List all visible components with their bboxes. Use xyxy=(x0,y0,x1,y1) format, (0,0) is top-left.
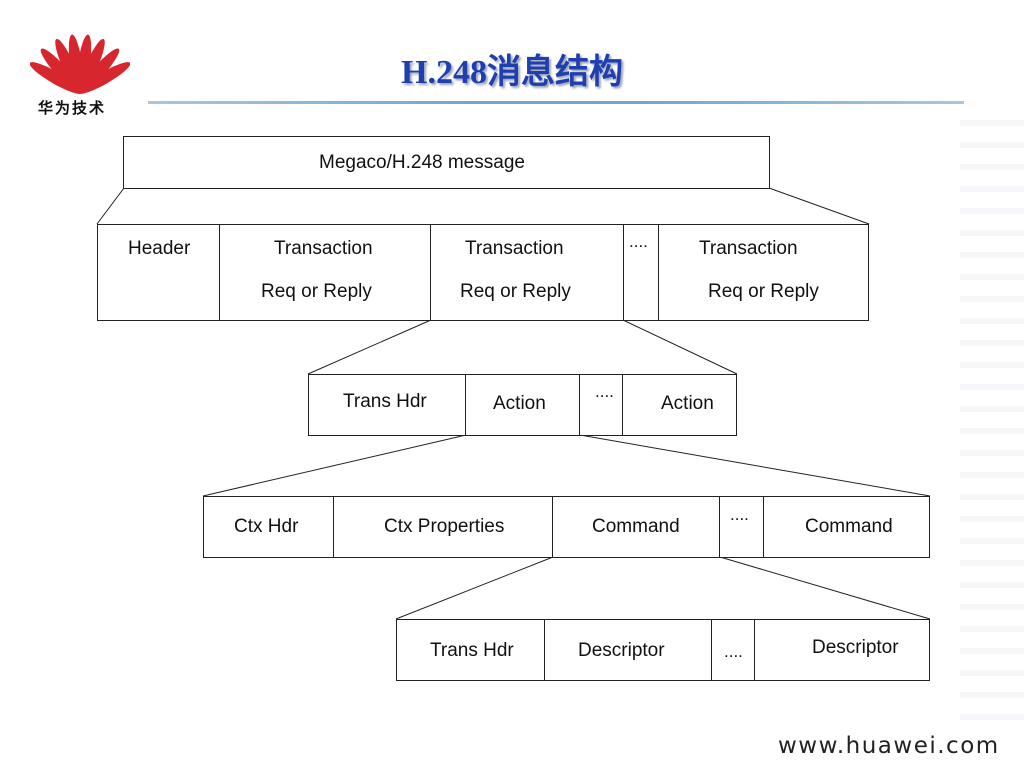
divider xyxy=(552,496,553,558)
divider xyxy=(430,224,431,321)
divider xyxy=(623,224,624,321)
transaction-1-line1: Transaction xyxy=(274,238,373,259)
transaction-detail-row xyxy=(308,374,737,436)
transaction-3-line1: Transaction xyxy=(699,238,798,259)
megaco-message-box xyxy=(123,136,770,189)
transaction-2-line1: Transaction xyxy=(465,238,564,259)
command-1-label: Command xyxy=(592,516,680,537)
transaction-1-line2: Req or Reply xyxy=(261,281,372,302)
title-underline xyxy=(148,101,964,104)
divider xyxy=(579,374,580,436)
action-ellipsis: .... xyxy=(595,382,614,401)
transaction-3-line2: Req or Reply xyxy=(708,281,819,302)
action-detail-row xyxy=(203,496,930,558)
divider xyxy=(719,496,720,558)
megaco-message-label: Megaco/H.248 message xyxy=(319,152,525,173)
divider xyxy=(333,496,334,558)
divider xyxy=(658,224,659,321)
slide-title: H.248消息结构 xyxy=(401,54,623,91)
transaction-ellipsis: .... xyxy=(629,232,648,251)
divider xyxy=(622,374,623,436)
transaction-2-line2: Req or Reply xyxy=(460,281,571,302)
descriptor-2-label: Descriptor xyxy=(812,637,899,658)
divider xyxy=(763,496,764,558)
divider xyxy=(754,619,755,681)
command-ellipsis: .... xyxy=(730,505,749,524)
divider xyxy=(219,224,220,321)
command-2-label: Command xyxy=(805,516,893,537)
action-1-label: Action xyxy=(493,393,546,414)
descriptor-1-label: Descriptor xyxy=(578,640,665,661)
divider xyxy=(465,374,466,436)
divider xyxy=(544,619,545,681)
huawei-logo-icon xyxy=(30,34,130,94)
trans-hdr-label: Trans Hdr xyxy=(343,391,427,412)
background-texture xyxy=(960,120,1024,720)
descriptor-ellipsis: .... xyxy=(724,642,743,661)
header-label: Header xyxy=(128,238,191,259)
trans-hdr-label-2: Trans Hdr xyxy=(430,640,514,661)
divider xyxy=(711,619,712,681)
command-detail-row xyxy=(396,619,930,681)
message-body-row xyxy=(97,224,869,321)
action-2-label: Action xyxy=(661,393,714,414)
logo-text: 华为技术 xyxy=(38,99,107,117)
ctx-hdr-label: Ctx Hdr xyxy=(234,516,299,537)
footer-url: www.huawei.com xyxy=(778,733,1000,759)
ctx-properties-label: Ctx Properties xyxy=(384,516,505,537)
